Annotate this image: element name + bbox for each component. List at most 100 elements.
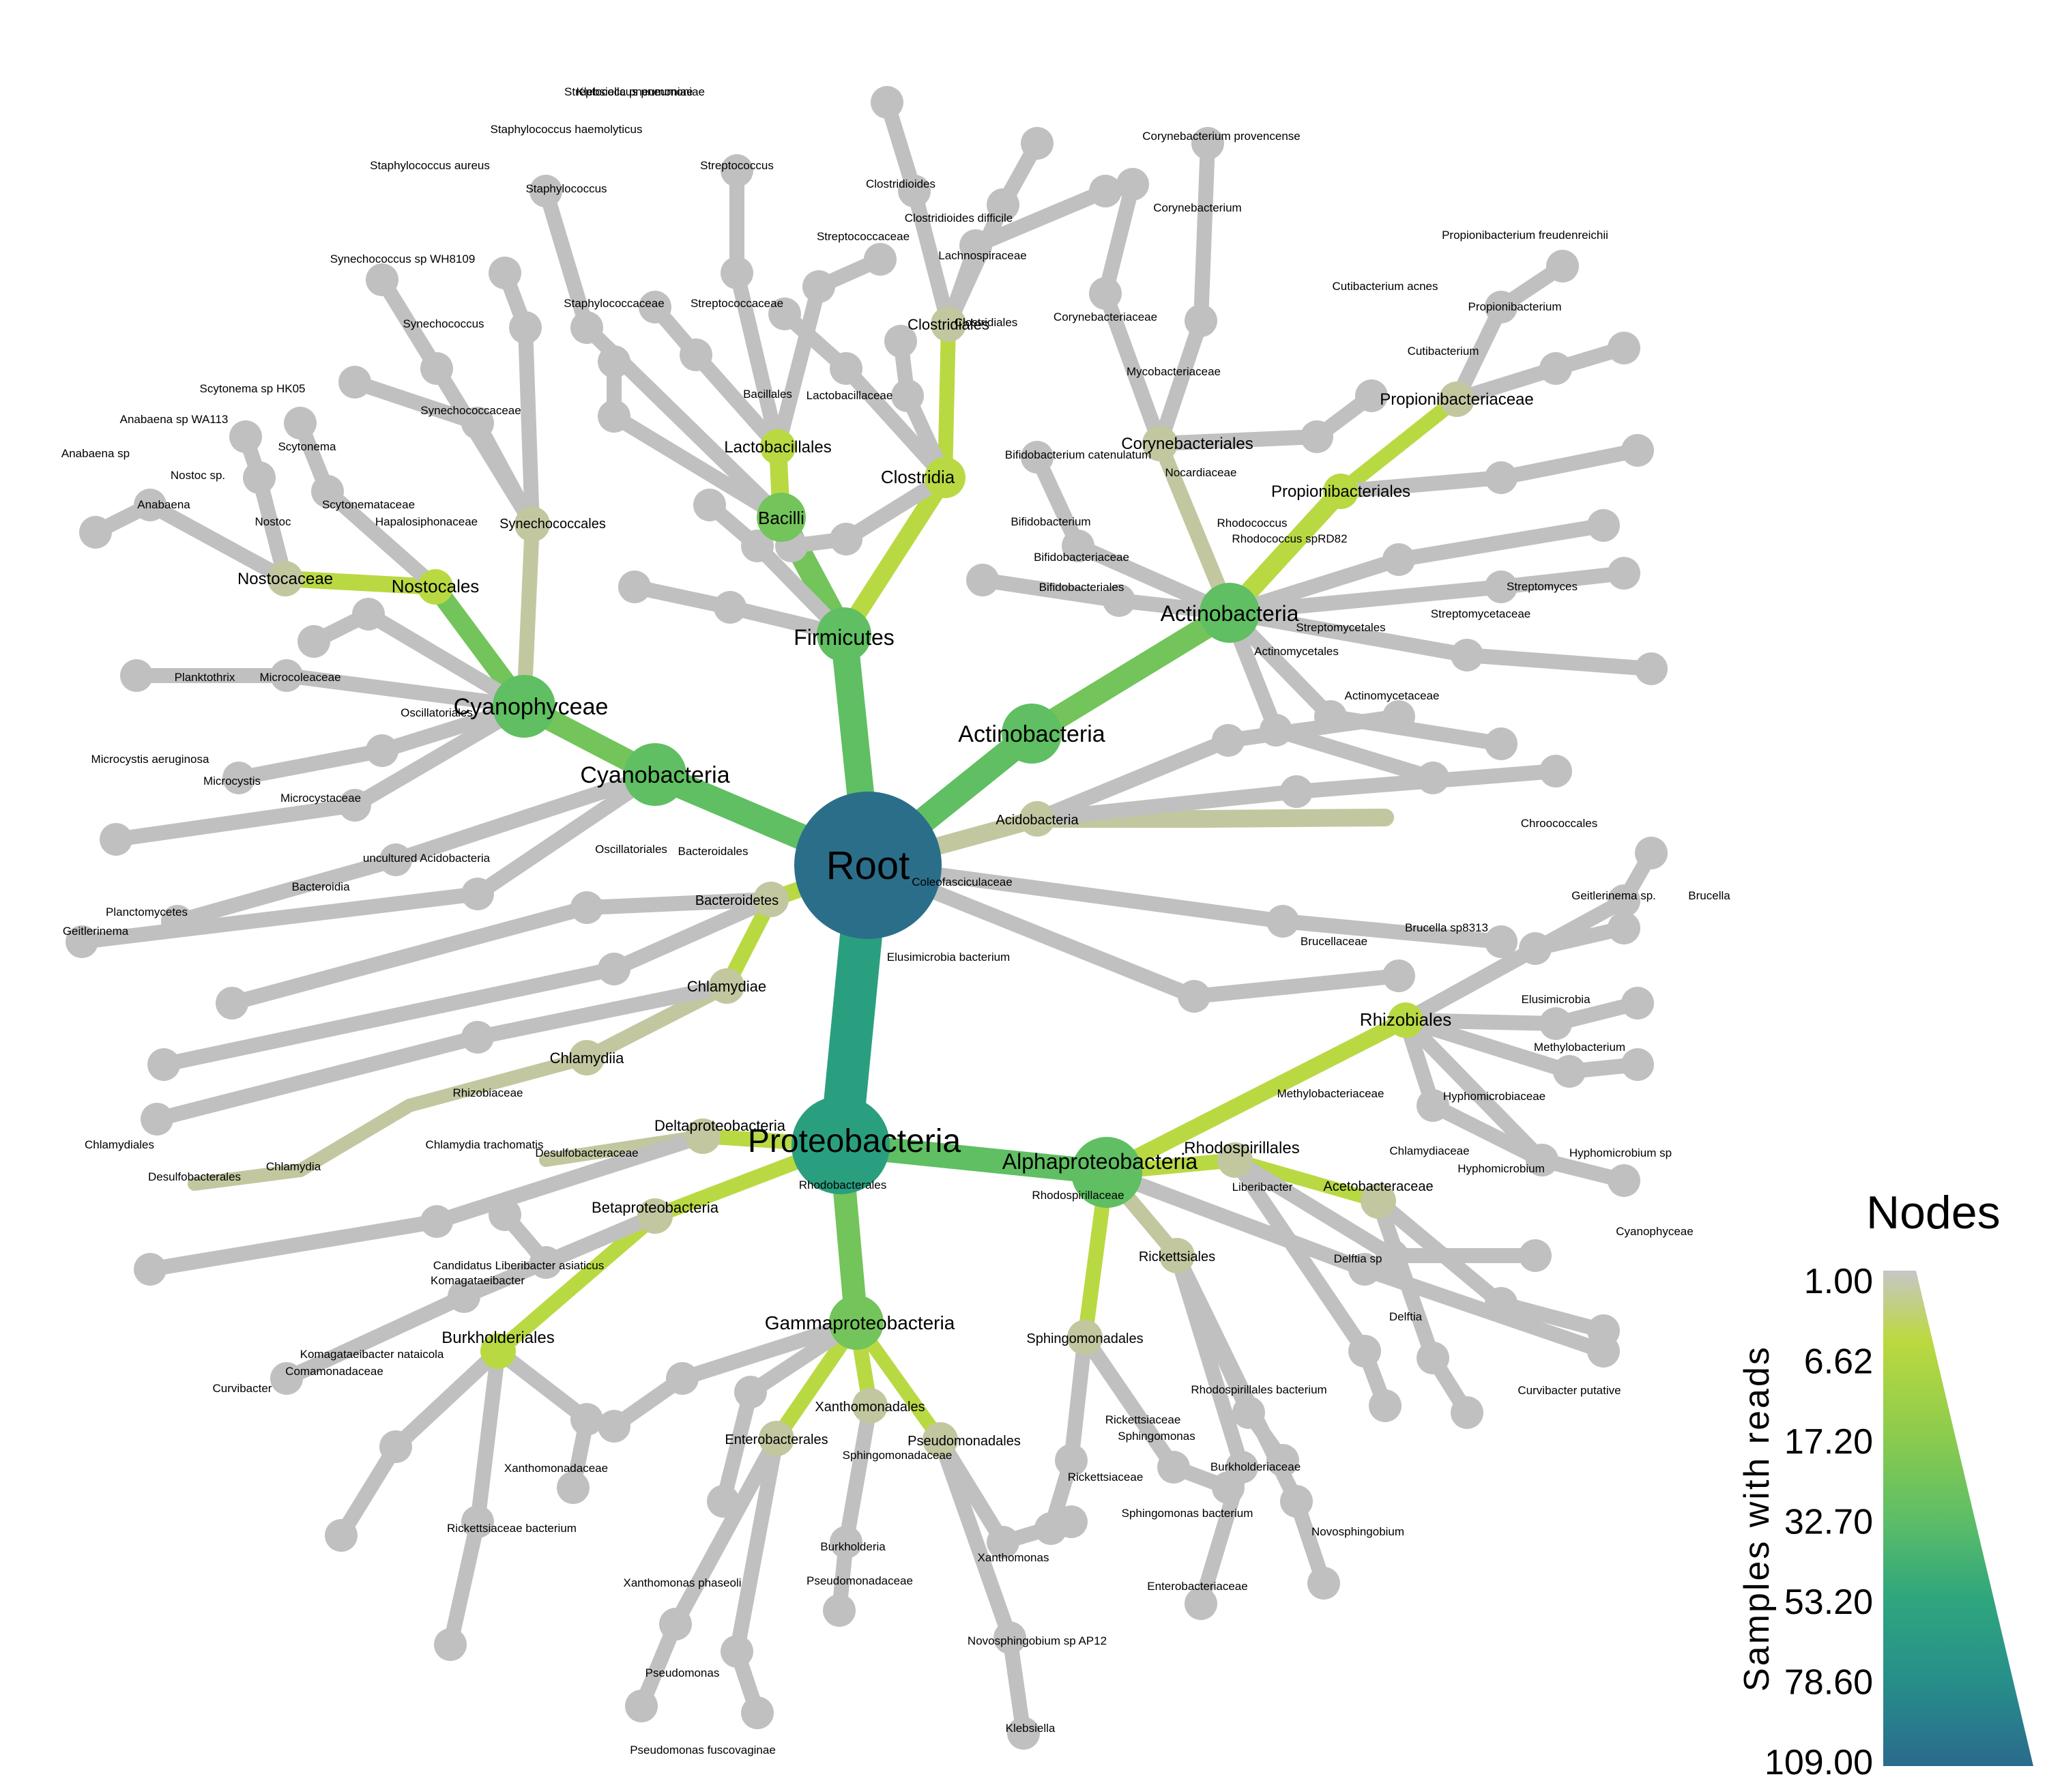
- tree-edge: [1398, 941, 1543, 1028]
- tree-edge: [279, 668, 532, 714]
- leaf-node: [625, 1690, 658, 1722]
- taxon-small-label: Anabaena sp WA113: [120, 413, 229, 426]
- taxon-small-label: Nocardiaceae: [1165, 466, 1237, 479]
- leaf-node: [1280, 1485, 1313, 1518]
- taxon-small-label: Rickettsiaceae bacterium: [447, 1522, 577, 1535]
- tree-edge: [538, 184, 594, 335]
- leaf-node: [1089, 175, 1122, 207]
- tree-edge: [1268, 723, 1440, 785]
- leaf-node: [734, 1376, 767, 1408]
- taxon-small-label: Xanthomonadaceae: [504, 1462, 608, 1475]
- leaf-node: [830, 1526, 862, 1559]
- taxon-small-label: Bacteroidales: [678, 845, 748, 858]
- tree-edge: [1099, 1012, 1414, 1181]
- taxon-label: Bacteroidetes: [695, 893, 779, 908]
- leaf-node: [1055, 1444, 1088, 1477]
- taxon-small-label: Streptococcus: [700, 159, 774, 172]
- leaf-node: [120, 659, 153, 692]
- leaf-node: [570, 1403, 603, 1436]
- taxon-small-label: Nostoc: [255, 515, 291, 528]
- taxon-small-label: Corynebacterium provencense: [1142, 130, 1301, 143]
- tree-edge: [1398, 1013, 1577, 1079]
- legend-title: Nodes: [1866, 1187, 2001, 1239]
- taxon-small-label: Elusimicrobia bacterium: [887, 951, 1010, 964]
- leaf-node: [1178, 980, 1210, 1013]
- leaf-node: [830, 352, 862, 385]
- taxon-small-label: Clostridiales: [955, 316, 1018, 329]
- taxon-node: [1439, 381, 1475, 417]
- leaf-node: [721, 257, 753, 289]
- tree-edge: [1193, 136, 1215, 328]
- taxon-small-label: Xanthomonas: [978, 1551, 1049, 1564]
- taxon-node: [637, 1198, 673, 1234]
- taxon-small-label: Pseudomonas: [645, 1666, 720, 1679]
- taxon-label: Lactobacillales: [724, 438, 831, 457]
- tree-main-nodes: [267, 306, 1475, 1458]
- leaf-node: [864, 243, 897, 276]
- taxon-small-label: Klebsiella pneumoniae: [576, 85, 693, 98]
- taxon-small-label: Staphylococcaceae: [564, 297, 664, 310]
- taxon-small-label: Rhizobiaceae: [452, 1086, 523, 1099]
- taxon-label: Bacilli: [758, 508, 804, 528]
- leaf-node: [216, 987, 248, 1020]
- taxon-small-label: Elusimicrobia: [1521, 993, 1591, 1006]
- tree-edge: [1398, 1013, 1563, 1031]
- taxon-small-label: Komagataeibacter nataicola: [300, 1348, 444, 1361]
- leaf-node: [79, 516, 112, 549]
- taxon-node: [925, 457, 966, 498]
- tree-edge: [470, 767, 663, 901]
- taxon-small-label: Rickettsiaceae: [1105, 1413, 1181, 1426]
- legend: Nodes Samples with reads 1.006.6217.2032…: [1737, 1187, 2033, 1782]
- taxon-label: Alphaproteobacteria: [1002, 1149, 1198, 1174]
- leaf-node: [993, 1621, 1026, 1654]
- root-node: [794, 792, 942, 939]
- tree-edge: [729, 1431, 784, 1659]
- tree-edge: [388, 1344, 506, 1454]
- leaf-node: [1191, 127, 1224, 160]
- taxon-small-label: Rhodococcus: [1217, 517, 1287, 530]
- leaf-node: [1553, 1055, 1586, 1088]
- tree-edge: [518, 320, 540, 532]
- leaf-node: [284, 407, 317, 439]
- tree-edge: [688, 347, 785, 454]
- taxon-small-label: Rhodobacterales: [799, 1179, 887, 1191]
- taxon-node: [852, 1388, 888, 1424]
- leaf-node: [134, 489, 166, 521]
- taxon-node: [1200, 583, 1260, 643]
- leaf-node: [557, 1471, 590, 1504]
- tree-edge: [835, 469, 954, 644]
- leaf-node: [461, 1021, 494, 1054]
- leaf-node: [1485, 570, 1518, 603]
- leaf-node: [891, 379, 924, 412]
- taxon-label: Nostocales: [392, 576, 480, 596]
- taxon-label: Synechococcales: [499, 517, 606, 532]
- taxon-node: [1159, 1238, 1195, 1273]
- tree-edge: [443, 1514, 485, 1652]
- taxon-small-label: Microcystis aeruginosa: [91, 753, 209, 766]
- tree-leaf-nodes: [66, 86, 1668, 1750]
- tree-edge: [1494, 566, 1631, 594]
- tree-edge: [388, 767, 663, 867]
- tree-labels: ProteobacteriaAlphaproteobacteriaFirmicu…: [61, 85, 1730, 1757]
- leaf-node: [1539, 1007, 1572, 1040]
- taxon-small-label: Lachnospiraceae: [938, 249, 1026, 262]
- leaf-node: [714, 591, 746, 624]
- taxon-small-label: Curvibacter: [213, 1382, 272, 1395]
- legend-tick-label: 78.60: [1784, 1663, 1873, 1703]
- tree-edge: [188, 1164, 307, 1191]
- tree-edge: [716, 1385, 758, 1509]
- legend-tick-label: 32.70: [1784, 1503, 1873, 1542]
- leaf-node: [420, 352, 453, 385]
- taxon-node: [1388, 1002, 1423, 1038]
- tree-edge: [491, 1209, 663, 1359]
- leaf-node: [529, 1246, 562, 1279]
- taxon-small-label: Rickettsiaceae: [1068, 1471, 1144, 1484]
- leaf-node: [721, 1635, 753, 1668]
- taxon-label: Deltaproteobacteria: [654, 1117, 786, 1134]
- leaf-node: [1212, 724, 1245, 757]
- taxon-node: [418, 569, 453, 605]
- taxon-small-label: Synechococcus sp WH8109: [330, 252, 476, 265]
- leaf-node: [1266, 1444, 1299, 1477]
- taxon-label: Rickettsiales: [1139, 1249, 1215, 1264]
